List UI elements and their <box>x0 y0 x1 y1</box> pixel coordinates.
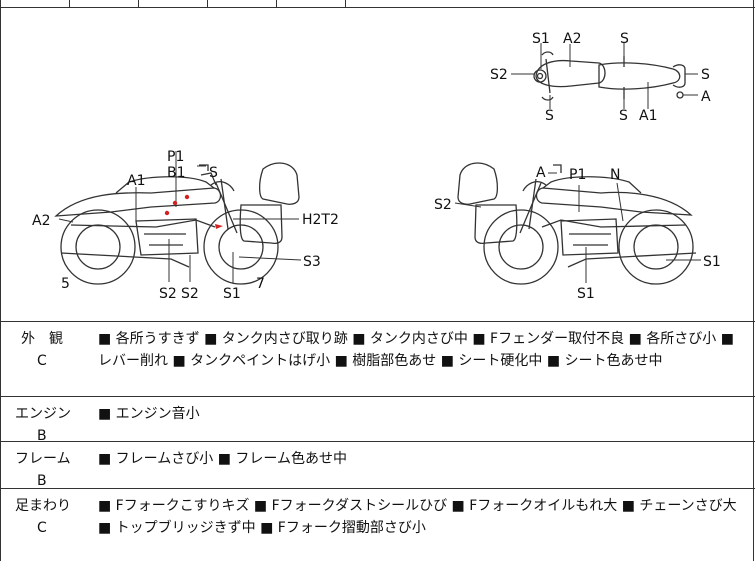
left-view-motorcycle <box>54 162 300 285</box>
label-right-n: N <box>610 167 620 183</box>
label-left-a1: A1 <box>127 173 145 189</box>
label-left-s2-b: S2 <box>181 286 199 302</box>
section-description: ■ Fフォークこすりキズ ■ Fフォークダストシールひび ■ Fフォークオイルも… <box>98 498 737 536</box>
section-description: ■ 各所うすきず ■ タンク内さび取り跡 ■ タンク内さび中 ■ Fフェンダー取… <box>98 331 734 369</box>
label-top-a: A <box>701 89 711 105</box>
label-left-s: S <box>209 165 218 181</box>
label-top-a1: A1 <box>639 108 657 124</box>
category-name: エンジン <box>15 406 71 422</box>
section-frame: フレーム B ■ フレームさび小 ■ フレーム色あせ中 <box>1 442 755 489</box>
label-top-s: S <box>620 31 629 47</box>
label-right-s2: S2 <box>434 197 452 213</box>
damage-marks <box>164 194 223 229</box>
label-left-5: 5 <box>61 276 70 292</box>
label-top-s2: S2 <box>490 67 508 83</box>
section-description: ■ エンジン音小 <box>98 406 200 422</box>
label-top-s1: S1 <box>532 31 550 47</box>
label-top-s-right: S <box>701 67 710 83</box>
section-category: エンジン B <box>15 403 85 447</box>
label-top-s-bottom-2: S <box>619 108 628 124</box>
label-right-a: A <box>536 165 546 181</box>
category-name: 外 観 <box>21 331 63 347</box>
section-exterior: 外 観 C ■ 各所うすきず ■ タンク内さび取り跡 ■ タンク内さび中 ■ F… <box>1 322 755 397</box>
category-grade: B <box>37 473 47 489</box>
right-view-leaders <box>454 172 701 283</box>
category-grade: C <box>37 353 47 369</box>
label-left-p1: P1 <box>167 149 184 165</box>
label-left-b1: B1 <box>167 165 186 181</box>
header-cell <box>138 0 208 7</box>
header-cell <box>276 0 346 7</box>
section-category: 足まわり C <box>15 495 85 539</box>
damage-diagram: S1 A2 S S2 S S S A1 A P1 B1 S A1 A2 H2T2… <box>1 7 755 322</box>
label-right-p1: P1 <box>569 167 586 183</box>
label-right-s1: S1 <box>577 286 595 302</box>
motorcycle-diagram-svg: S1 A2 S S2 S S S A1 A P1 B1 S A1 A2 H2T2… <box>32 31 721 302</box>
header-row-remnant <box>1 0 755 8</box>
label-top-s-bottom: S <box>545 108 554 124</box>
label-left-a2: A2 <box>32 213 50 229</box>
diagram-labels: S1 A2 S S2 S S S A1 A P1 B1 S A1 A2 H2T2… <box>32 31 721 302</box>
section-suspension: 足まわり C ■ Fフォークこすりキズ ■ Fフォークダストシールひび ■ Fフ… <box>1 489 755 561</box>
label-left-h2t2: H2T2 <box>302 212 339 228</box>
section-category: 外 観 C <box>15 328 85 372</box>
label-left-s3: S3 <box>303 254 321 270</box>
label-left-s2: S2 <box>159 286 177 302</box>
category-grade: B <box>37 428 47 444</box>
top-view-motorcycle <box>533 51 686 101</box>
label-left-7: 7 <box>256 276 265 292</box>
header-cell <box>207 0 277 7</box>
label-top-a2: A2 <box>563 31 581 47</box>
category-name: フレーム <box>15 451 71 467</box>
label-right-s1-b: S1 <box>703 254 721 270</box>
top-view-leaders <box>511 43 698 109</box>
label-left-s1: S1 <box>223 286 241 302</box>
right-view-motorcycle <box>457 162 697 285</box>
section-category: フレーム B <box>15 448 85 492</box>
header-cell <box>1 0 70 7</box>
header-cell <box>69 0 139 7</box>
section-description: ■ フレームさび小 ■ フレーム色あせ中 <box>98 451 347 467</box>
left-view-leaders <box>58 151 302 283</box>
category-grade: C <box>37 520 47 536</box>
category-name: 足まわり <box>15 498 71 514</box>
section-engine: エンジン B ■ エンジン音小 <box>1 397 755 444</box>
